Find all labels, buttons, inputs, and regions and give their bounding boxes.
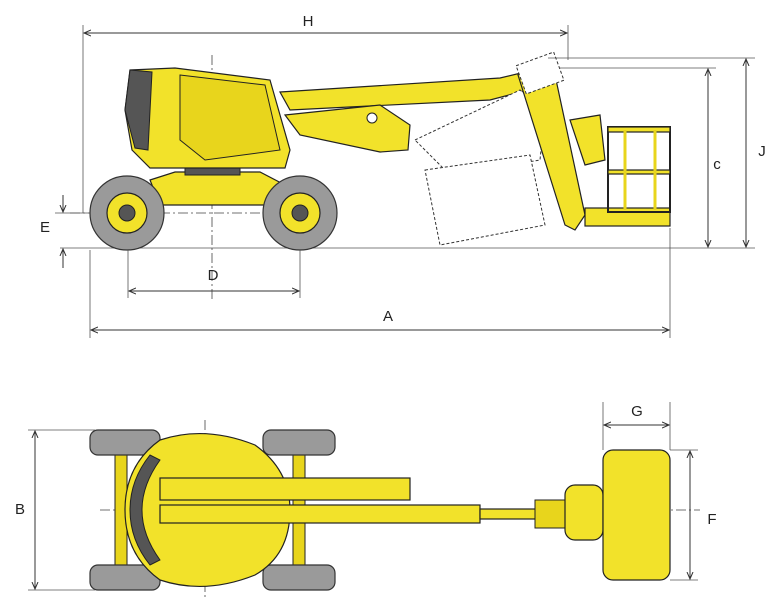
dimension-h-label: H bbox=[303, 13, 314, 30]
hub bbox=[291, 204, 309, 222]
rear-wheel bbox=[89, 175, 165, 251]
platform-rotator bbox=[564, 484, 604, 541]
counterweight-top bbox=[129, 454, 161, 566]
boom-top-lower bbox=[159, 504, 481, 524]
stowed-position-outline bbox=[414, 89, 546, 176]
jib-top bbox=[534, 499, 566, 529]
basket-top bbox=[602, 449, 671, 581]
dimension-j-label: J bbox=[758, 143, 766, 160]
dimension-d-label: D bbox=[208, 267, 219, 284]
boom-extension bbox=[479, 508, 541, 520]
top-rail bbox=[607, 126, 671, 133]
tire-front-right bbox=[262, 564, 336, 591]
dimension-c-label: c bbox=[713, 156, 721, 173]
boom-pivot bbox=[366, 112, 378, 124]
hub bbox=[118, 204, 136, 222]
boom-top-upper bbox=[159, 477, 411, 501]
engine-cover bbox=[179, 74, 281, 161]
boom-riser bbox=[283, 104, 411, 153]
platform-basket bbox=[569, 114, 671, 227]
side-view: H J c E D A bbox=[40, 13, 766, 338]
top-view: B G F bbox=[15, 402, 717, 600]
counterweight bbox=[124, 69, 153, 151]
basket-floor bbox=[584, 207, 671, 227]
dimension-e-label: E bbox=[40, 219, 50, 236]
tire-front-left bbox=[262, 429, 336, 456]
dimension-g-label: G bbox=[631, 403, 643, 420]
jib-head-outline bbox=[515, 51, 565, 95]
mid-rail bbox=[607, 169, 671, 175]
front-wheel bbox=[262, 175, 338, 251]
stowed-basket-outline bbox=[424, 154, 546, 246]
control-box bbox=[569, 114, 606, 166]
dimension-a-label: A bbox=[383, 308, 393, 325]
dimension-b-label: B bbox=[15, 501, 25, 518]
dimension-f-label: F bbox=[707, 511, 716, 528]
